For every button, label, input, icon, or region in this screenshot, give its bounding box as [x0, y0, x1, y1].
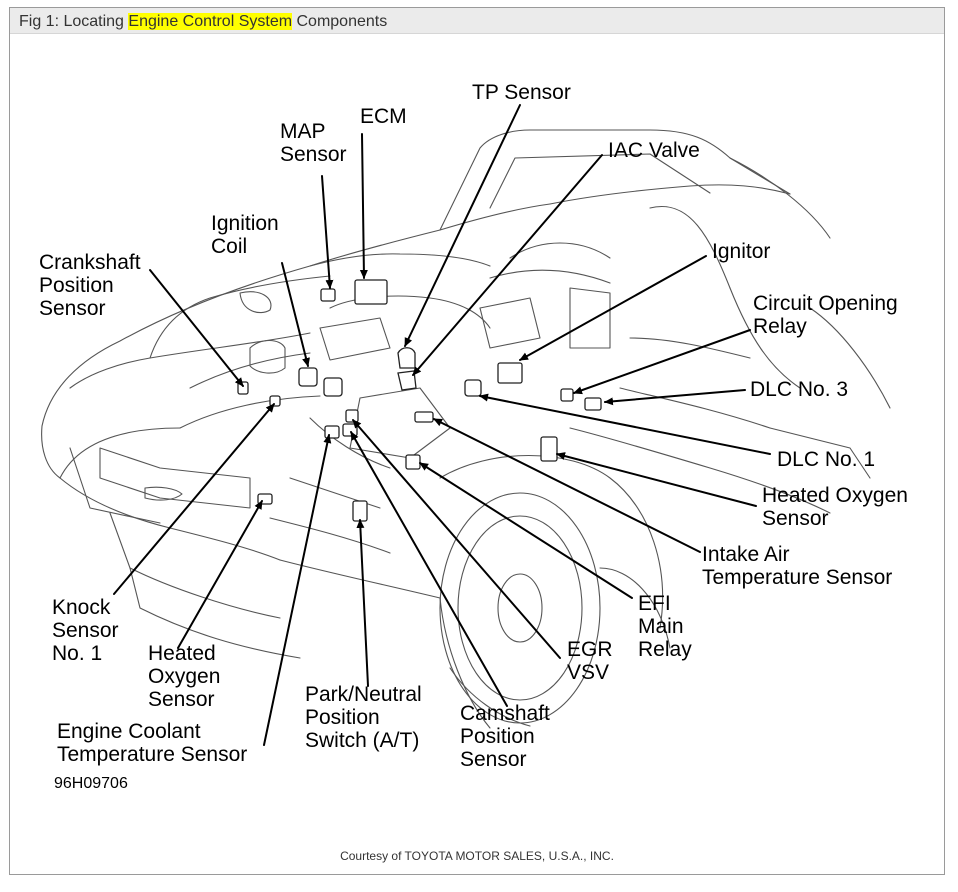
car-outline [41, 129, 891, 729]
leader-ignitor [519, 255, 707, 361]
leader-lines [113, 104, 771, 746]
circuit-opening-relay-part [560, 388, 574, 402]
crankshaft-sensor-part [237, 381, 249, 395]
leader-ignition-coil [281, 262, 310, 367]
egr-vsv-part [345, 409, 359, 423]
leader-dlc3 [604, 389, 746, 406]
leader-knock-sensor [113, 403, 275, 595]
leader-iac-valve [412, 154, 603, 376]
label-heated-oxygen-sensor-left: Heated Oxygen Sensor [148, 642, 221, 711]
efi-relay-part [405, 454, 421, 470]
caption-highlight: Engine Control System [128, 13, 293, 30]
caption-prefix: Fig 1: Locating [19, 13, 129, 30]
leader-dlc1 [479, 393, 771, 455]
leader-ecm [359, 133, 368, 279]
knock-sensor-part [269, 395, 281, 407]
iat-sensor-part [414, 411, 434, 423]
leader-iat-sensor [433, 418, 701, 553]
tp-sensor-part [397, 347, 416, 369]
leader-efi-relay [419, 462, 633, 599]
leader-ect-sensor [263, 434, 332, 746]
label-park-neutral-position-switch: Park/Neutral Position Switch (A/T) [305, 683, 422, 752]
dlc3-part [584, 397, 602, 411]
label-ignition-coil: Ignition Coil [211, 212, 279, 258]
iac-valve-part [397, 370, 417, 391]
ecm-part [354, 279, 388, 305]
label-ignitor: Ignitor [712, 240, 771, 263]
label-ecm: ECM [360, 105, 407, 128]
figure-code: 96H09706 [54, 775, 128, 792]
label-egr-vsv: EGR VSV [567, 638, 613, 684]
label-knock-sensor-no1: Knock Sensor No. 1 [52, 596, 119, 665]
ignition-coil-part-2 [323, 377, 343, 397]
leader-circuit-opening-relay [573, 329, 751, 395]
label-iac-valve: IAC Valve [608, 139, 700, 162]
label-map-sensor: MAP Sensor [280, 120, 347, 166]
park-neutral-switch-part [352, 500, 368, 522]
leader-egr-vsv [352, 419, 561, 659]
label-crankshaft-position-sensor: Crankshaft Position Sensor [39, 251, 141, 320]
leader-tp-sensor [404, 104, 521, 347]
leader-camshaft-sensor [350, 431, 508, 707]
ignition-coil-part-1 [298, 367, 318, 387]
figure-frame: Fig 1: Locating Engine Control System Co… [9, 7, 945, 875]
label-dlc-no1: DLC No. 1 [777, 448, 876, 471]
engine-diagram [41, 104, 891, 746]
label-circuit-opening-relay: Circuit Opening Relay [753, 292, 898, 338]
oxygen-sensor-right-part [540, 436, 558, 462]
label-efi-main-relay: EFI Main Relay [638, 592, 692, 661]
label-engine-coolant-temperature-sensor: Engine Coolant Temperature Sensor [57, 720, 248, 766]
figure-caption: Fig 1: Locating Engine Control System Co… [19, 13, 387, 31]
label-heated-oxygen-sensor-right: Heated Oxygen Sensor [762, 484, 908, 530]
dlc1-part [464, 379, 482, 397]
ignitor-part [497, 362, 523, 384]
label-camshaft-position-sensor: Camshaft Position Sensor [460, 702, 550, 771]
map-sensor-part [320, 288, 336, 302]
leader-crankshaft-sensor [149, 269, 244, 387]
label-intake-air-temperature-sensor: Intake Air Temperature Sensor [702, 543, 893, 589]
caption-suffix: Components [292, 13, 388, 30]
leader-map-sensor [321, 175, 334, 289]
leader-park-neutral-switch [356, 519, 369, 687]
caption-bar: Fig 1: Locating Engine Control System Co… [10, 8, 944, 34]
credit-line: Courtesy of TOYOTA MOTOR SALES, U.S.A., … [340, 849, 614, 863]
ect-sensor-part [324, 425, 340, 439]
leader-oxygen-sensor-left [177, 500, 263, 649]
camshaft-sensor-part [342, 423, 358, 437]
leader-oxygen-sensor-right [556, 452, 757, 507]
label-tp-sensor: TP Sensor [472, 81, 571, 104]
label-dlc-no3: DLC No. 3 [750, 378, 849, 401]
